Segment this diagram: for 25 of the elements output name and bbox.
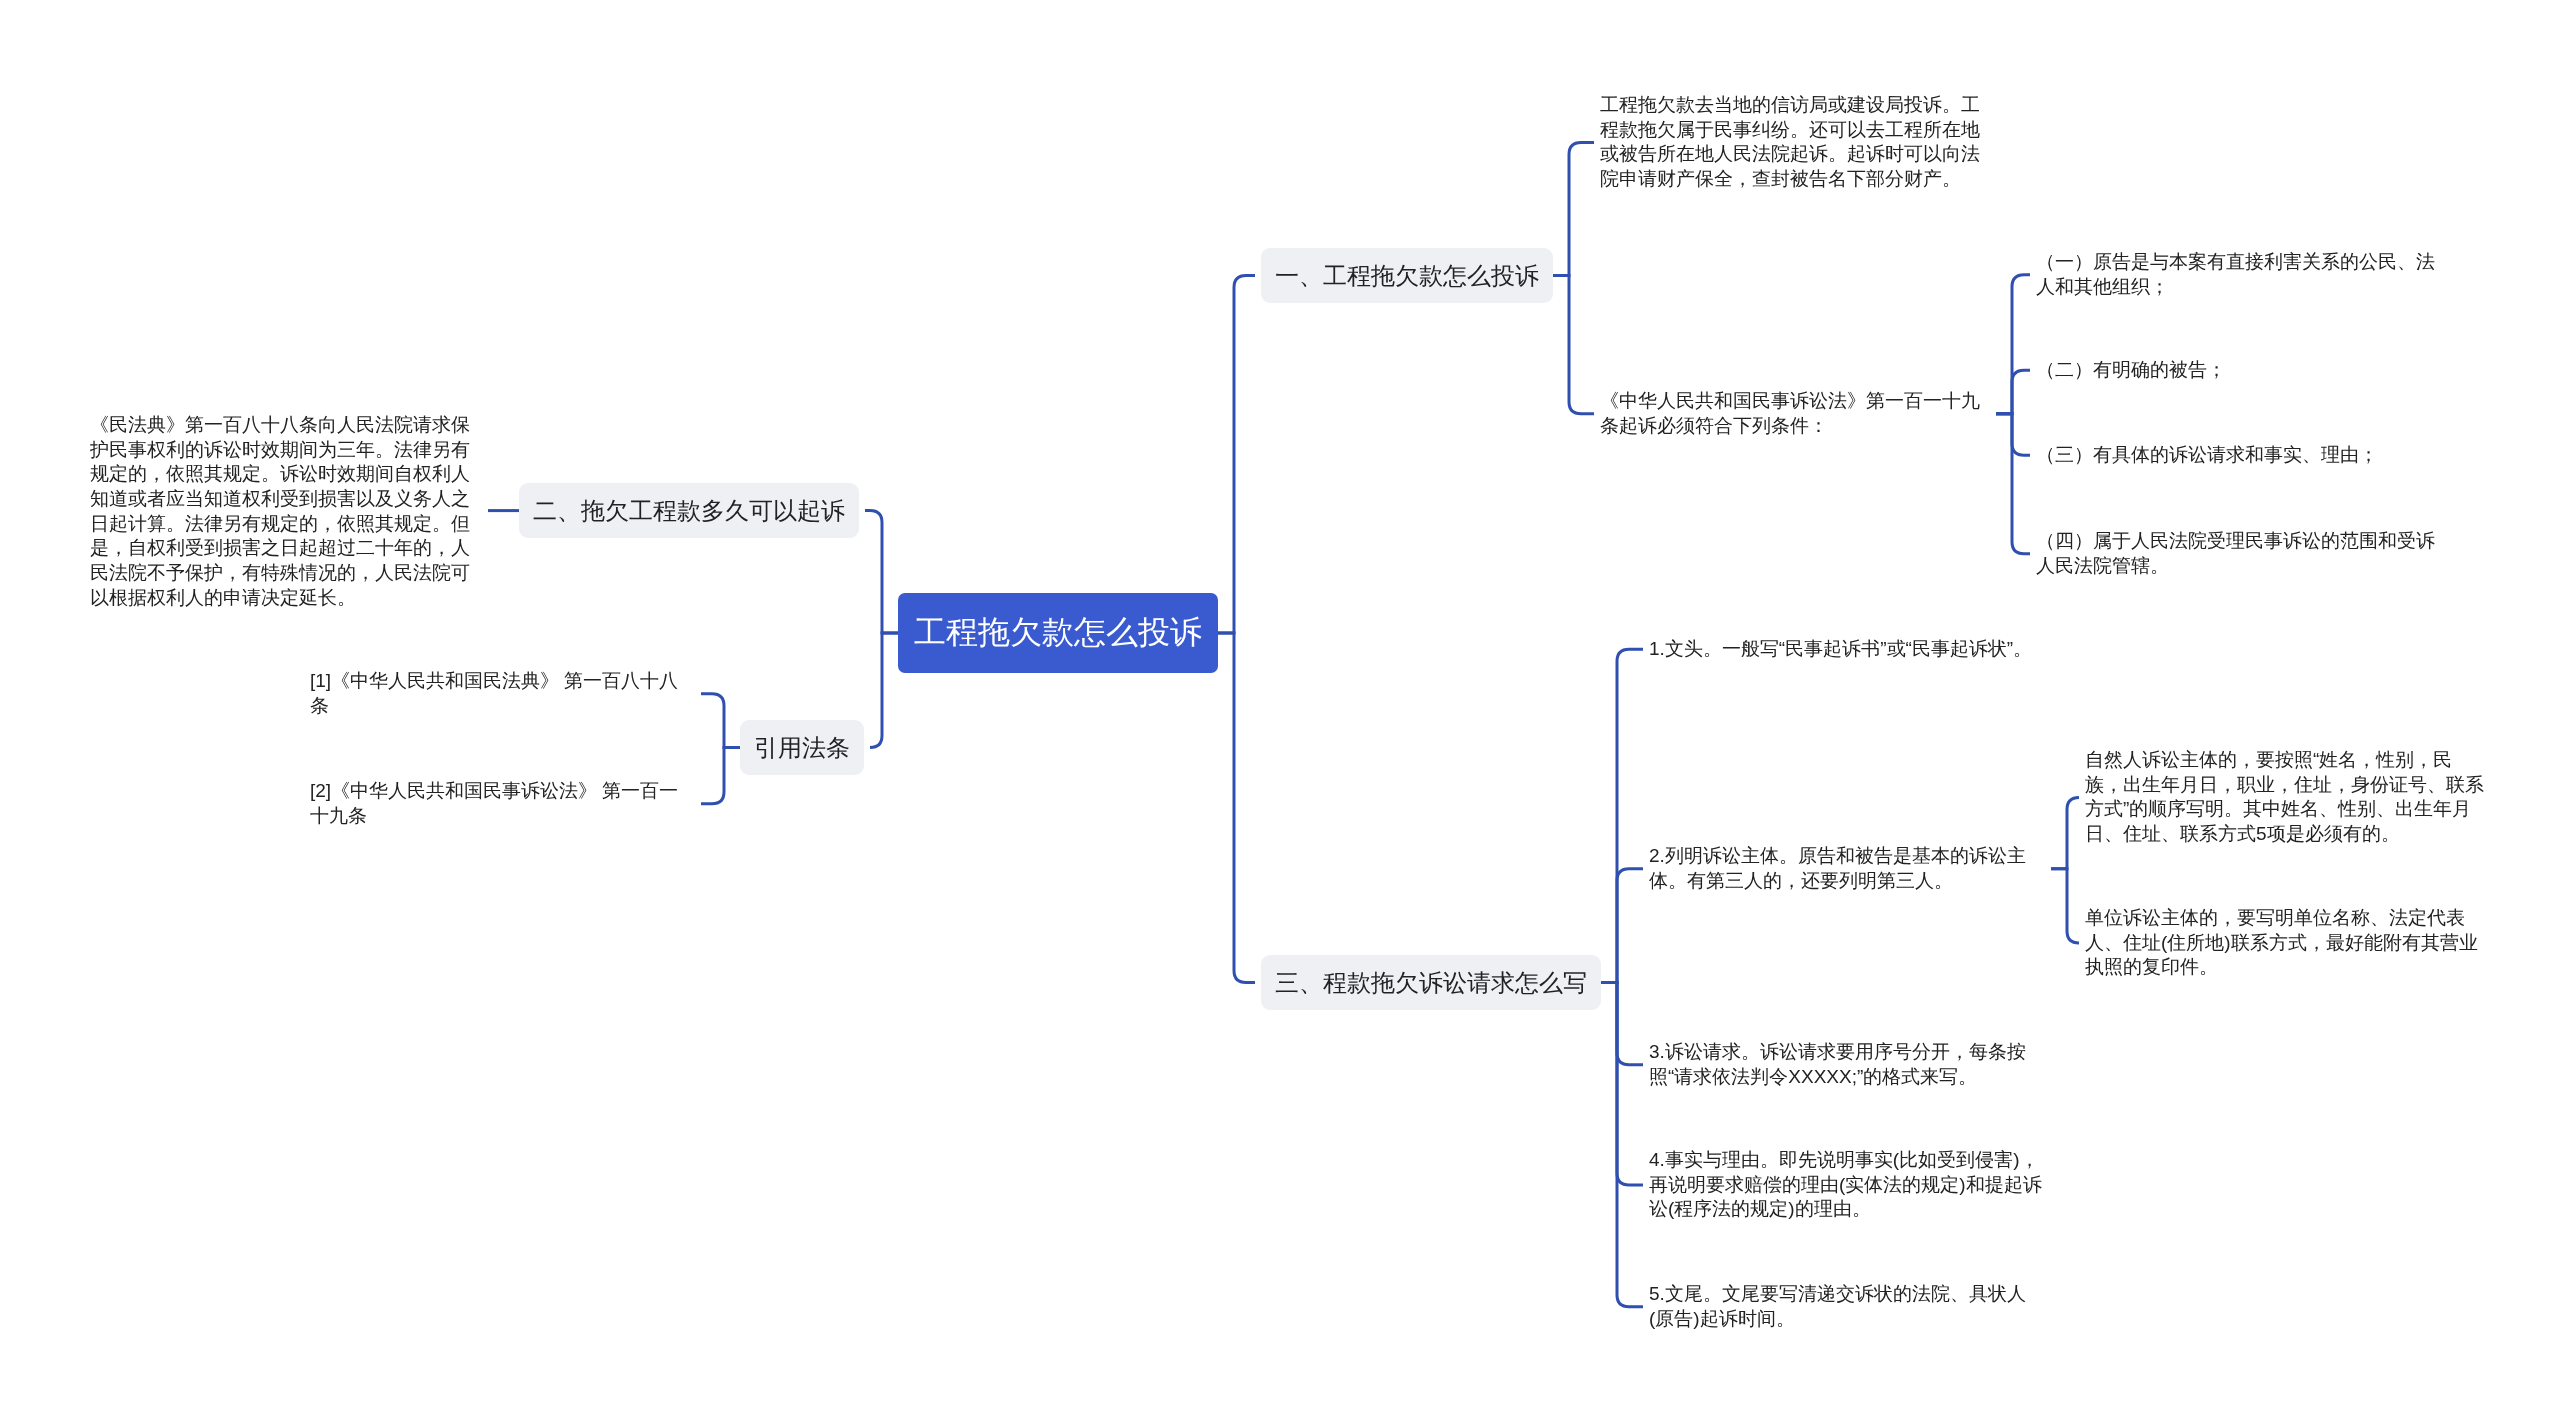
note-text: 单位诉讼主体的，要写明单位名称、法定代表人、住址(住所地)联系方式，最好能附有其营业执照的复印件。: [2085, 906, 2485, 981]
connector-line: [2051, 867, 2081, 945]
connector-line: [868, 631, 898, 750]
note-text: 《中华人民共和国民事诉讼法》第一百一十九条起诉必须符合下列条件：: [1600, 389, 1992, 439]
note-text: 2.列明诉讼主体。原告和被告是基本的诉讼主体。有第三人的，还要列明第三人。: [1649, 844, 2047, 894]
note-text: 5.文尾。文尾要写清递交诉状的法院、具状人(原告)起诉时间。: [1649, 1282, 2047, 1332]
note-text: [2]《中华人民共和国民事诉讼法》 第一百一十九条: [310, 779, 695, 829]
note-text: 自然人诉讼主体的，要按照“姓名，性别，民族，出生年月日，职业，住址，身份证号、联系方式”的顺序写明。其中姓名、性别、出生年月日、住址、联系方式5项是必须有的。: [2085, 748, 2485, 847]
note-text: 1.文头。一般写“民事起诉书”或“民事起诉状”。: [1649, 637, 2047, 662]
note-text: 工程拖欠款去当地的信访局或建设局投诉。工程款拖欠属于民事纠纷。还可以去工程所在地或被告所在地人民法院起诉。起诉时可以向法院申请财产保全，查封被告名下部分财产。: [1600, 93, 1992, 192]
note-text: （一）原告是与本案有直接利害关系的公民、法人和其他组织；: [2036, 250, 2436, 300]
note-text: 3.诉讼请求。诉讼请求要用序号分开，每条按照“请求依法判令XXXXX;”的格式来写。: [1649, 1040, 2047, 1090]
central-topic-box: 工程拖欠款怎么投诉: [898, 593, 1218, 673]
note-text: （二）有明确的被告；: [2036, 358, 2436, 383]
topic-box: 引用法条: [740, 720, 864, 776]
topic-box: 一、工程拖欠款怎么投诉: [1261, 248, 1553, 304]
note-text: （四）属于人民法院受理民事诉讼的范围和受诉人民法院管辖。: [2036, 529, 2436, 579]
connector-line: [1218, 631, 1255, 985]
note-text: （三）有具体的诉讼请求和事实、理由；: [2036, 443, 2436, 468]
note-text: [1]《中华人民共和国民法典》 第一百八十八条: [310, 669, 695, 719]
note-text: 《民法典》第一百八十八条向人民法院请求保护民事权利的诉讼时效期间为三年。法律另有规定的，依照其规定。诉讼时效期间自权利人知道或者应当知道权利受到损害以及义务人之日起计算。法律另有规定的，依照其规定。但是，自权利受到损害之日起超过二十年的，人民法院不予保护，有特殊情况的，人民法院可以根据权利人的申请决定延长。: [90, 413, 482, 611]
topic-box: 三、程款拖欠诉讼请求怎么写: [1261, 955, 1601, 1011]
topic-box: 二、拖欠工程款多久可以起诉: [519, 483, 859, 539]
connector-line: [488, 509, 519, 513]
note-text: 4.事实与理由。即先说明事实(比如受到侵害)，再说明要求赔偿的理由(实体法的规定)和提起诉讼(程序法的规定)的理由。: [1649, 1148, 2047, 1223]
